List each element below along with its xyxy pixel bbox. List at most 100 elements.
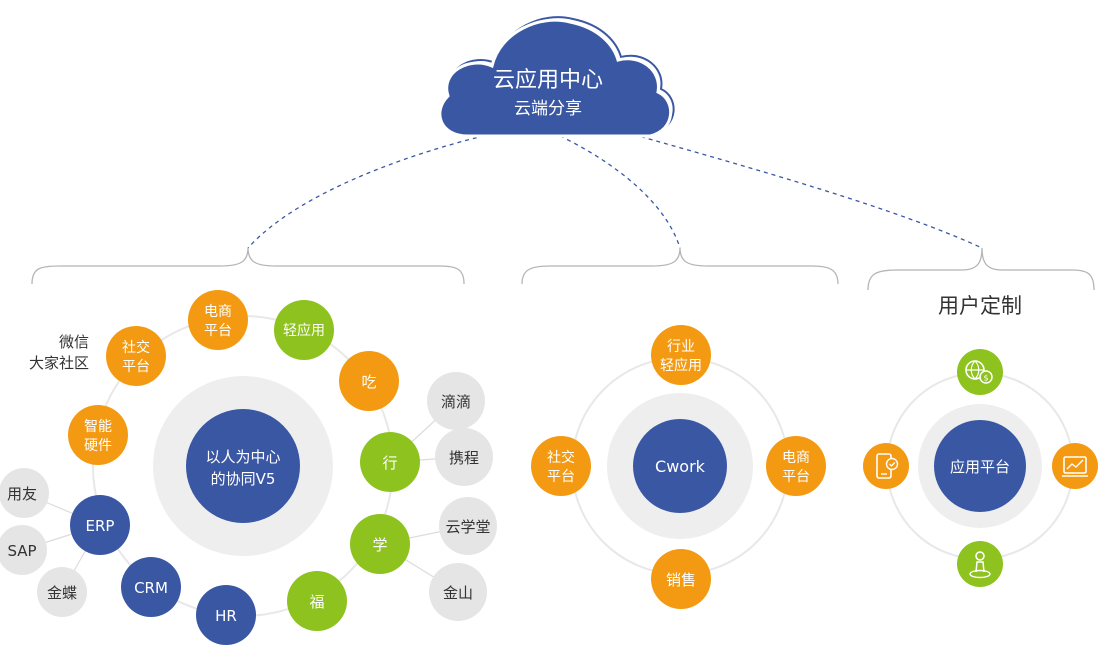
svg-text:$: $	[983, 374, 988, 383]
middle-hub	[633, 419, 727, 513]
annotation-line2: 大家社区	[29, 354, 89, 372]
sat-yunxt-circle	[439, 497, 497, 555]
node-dianshang-l1: 电商	[204, 304, 232, 320]
node-qingyy: 轻应用	[274, 300, 334, 360]
middle-cluster: Cwork 行业 轻应用 社交 平台 电商 平台 销售	[531, 325, 826, 609]
sat-yunxt-label: 云学堂	[445, 518, 490, 536]
left-hub-line2: 的协同V5	[211, 470, 276, 488]
node-fu-l1: 福	[309, 593, 324, 611]
node-hr: HR	[196, 585, 256, 645]
node-dianshang2-l2: 平台	[782, 469, 810, 485]
node-hangye: 行业 轻应用	[651, 325, 711, 385]
node-crm-l1: CRM	[134, 579, 168, 597]
node-shejiao-l1: 社交	[122, 339, 150, 356]
cloud-title: 云应用中心	[493, 68, 603, 93]
sat-xiecheng-label: 携程	[449, 449, 479, 467]
sat-sap-label: SAP	[7, 542, 36, 560]
sat-jindie-circle	[37, 567, 87, 617]
chart-icon	[1052, 443, 1098, 489]
node-zhineng-circle	[68, 405, 128, 465]
dash-to-middle	[559, 135, 681, 249]
right-hub-label: 应用平台	[950, 458, 1010, 476]
right-hub	[934, 420, 1026, 512]
globe-money-icon: $	[957, 349, 1003, 395]
node-erp-circle	[70, 495, 130, 555]
sat-jinshan-label: 金山	[443, 584, 473, 602]
middle-hub-label: Cwork	[655, 457, 706, 476]
node-fu-circle	[287, 571, 347, 631]
sat-sap-circle	[0, 525, 47, 575]
phone-check-icon	[863, 443, 909, 489]
node-chi-l1: 吃	[361, 373, 376, 391]
cloud-shape	[438, 18, 673, 138]
left-cluster: 以人为中心 的协同V5 微信 大家社区 滴滴 携程 云学堂 金山 用友 SAP	[0, 290, 497, 645]
node-dianshang-circle	[188, 290, 248, 350]
node-xing-l1: 行	[382, 454, 397, 472]
node-xue-l1: 学	[372, 536, 387, 554]
person-location-icon	[957, 541, 1003, 587]
node-shejiao: 社交 平台	[106, 326, 166, 386]
brace-middle	[521, 247, 839, 285]
sat-didi: 滴滴	[427, 372, 485, 430]
sat-sap: SAP	[0, 525, 47, 575]
node-hangye-l1: 行业	[667, 339, 695, 355]
node-zhineng-l2: 硬件	[84, 438, 112, 454]
braces	[31, 247, 1095, 291]
node-dianshang2-circle	[766, 436, 826, 496]
node-xue-circle	[350, 514, 410, 574]
brace-right	[867, 247, 1095, 291]
node-chi: 吃	[339, 351, 399, 411]
right-cluster: 用户定制 应用平台 $	[863, 294, 1098, 587]
node-qingyy-circle	[274, 300, 334, 360]
node-crm-circle	[121, 557, 181, 617]
node-shejiao2: 社交 平台	[531, 436, 591, 496]
dashed-connectors	[247, 127, 983, 249]
node-shejiao2-circle	[531, 436, 591, 496]
left-hub	[186, 409, 300, 523]
node-hangye-l2: 轻应用	[660, 357, 702, 374]
node-dianshang2-l1: 电商	[782, 450, 810, 466]
node-hr-circle	[196, 585, 256, 645]
node-qingyy-l1: 轻应用	[283, 322, 325, 339]
node-fu: 福	[287, 571, 347, 631]
node-shejiao-circle	[106, 326, 166, 386]
dash-to-left	[247, 131, 501, 249]
node-xiaoshou-circle	[651, 549, 711, 609]
annotation-line1: 微信	[59, 333, 89, 351]
sat-yongyou-label: 用友	[7, 485, 37, 503]
node-xue: 学	[350, 514, 410, 574]
node-shejiao2-l1: 社交	[547, 449, 575, 466]
left-hub-line1: 以人为中心	[205, 448, 280, 466]
node-zhineng: 智能 硬件	[68, 405, 128, 465]
node-chi-circle	[339, 351, 399, 411]
sat-jindie: 金蝶	[37, 567, 87, 617]
dash-to-right	[609, 127, 983, 249]
sat-xiecheng-circle	[435, 428, 493, 486]
sat-jinshan: 金山	[429, 563, 487, 621]
node-erp: ERP	[70, 495, 130, 555]
node-dianshang: 电商 平台	[188, 290, 248, 350]
sat-yunxt: 云学堂	[439, 497, 497, 555]
right-title: 用户定制	[938, 294, 1022, 318]
sat-didi-circle	[427, 372, 485, 430]
node-xing-circle	[360, 432, 420, 492]
node-xiaoshou-l1: 销售	[666, 571, 696, 589]
node-dianshang-l2: 平台	[204, 323, 232, 339]
brace-left	[31, 247, 465, 285]
node-crm: CRM	[121, 557, 181, 617]
node-hr-l1: HR	[215, 607, 237, 625]
node-dianshang2: 电商 平台	[766, 436, 826, 496]
sat-yongyou-circle	[0, 468, 49, 518]
sat-didi-label: 滴滴	[441, 393, 471, 411]
node-hangye-circle	[651, 325, 711, 385]
node-zhineng-l1: 智能	[84, 419, 112, 435]
sat-jinshan-circle	[429, 563, 487, 621]
node-shejiao2-l2: 平台	[547, 469, 575, 485]
node-shejiao-l2: 平台	[122, 359, 150, 375]
sat-xiecheng: 携程	[435, 428, 493, 486]
node-erp-l1: ERP	[86, 517, 115, 535]
sat-yongyou: 用友	[0, 468, 49, 518]
sat-jindie-label: 金蝶	[47, 584, 77, 602]
cloud: 云应用中心 云端分享	[438, 16, 675, 138]
